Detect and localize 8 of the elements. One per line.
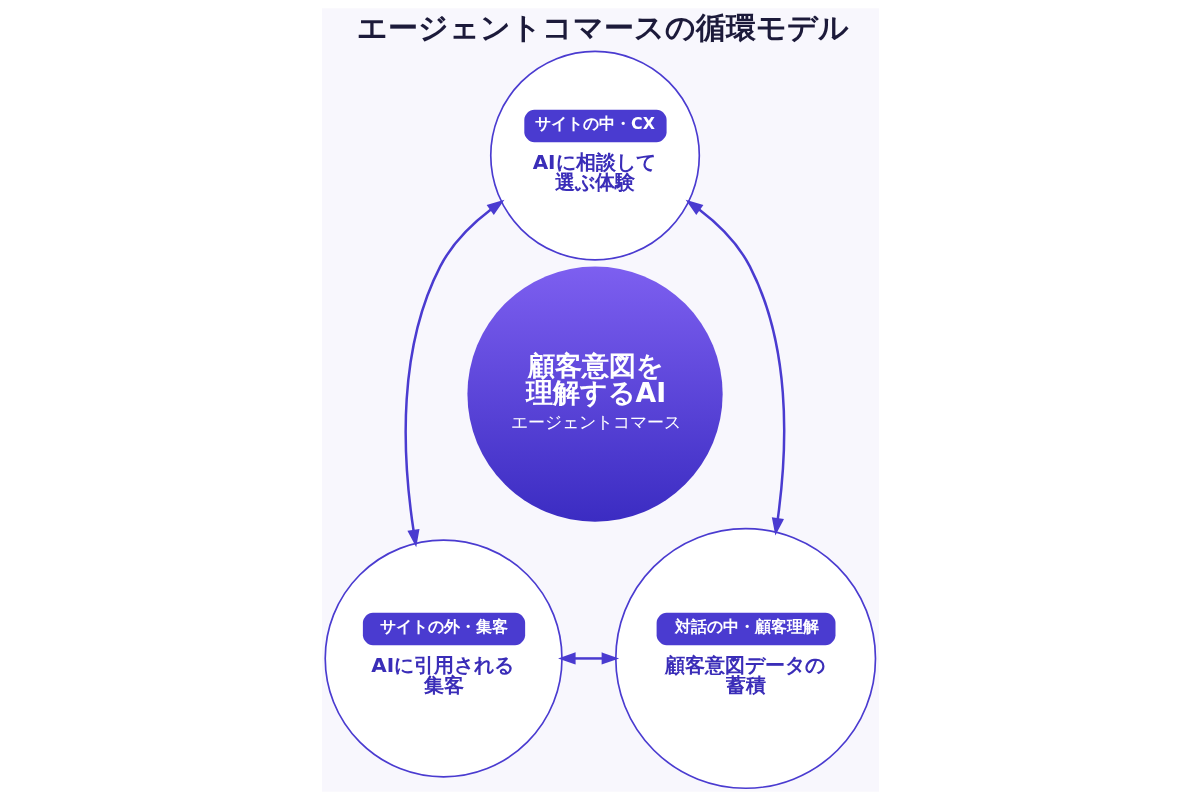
node-circle: サイトの中・CX AIに相談して選ぶ体験 [489, 50, 700, 261]
arrow [404, 199, 504, 548]
node-circle: 対話の中・顧客理解 顧客意図データの蓄積 [614, 527, 876, 790]
arrow [685, 199, 785, 536]
diagram-title: エージェントコマースの循環モデル [356, 9, 849, 45]
node-circle: サイトの外・集客 AIに引用される集客 [323, 539, 563, 778]
arrow [557, 652, 619, 665]
node-circle: 顧客意図を理解するAI エージェントコマース [466, 266, 723, 522]
